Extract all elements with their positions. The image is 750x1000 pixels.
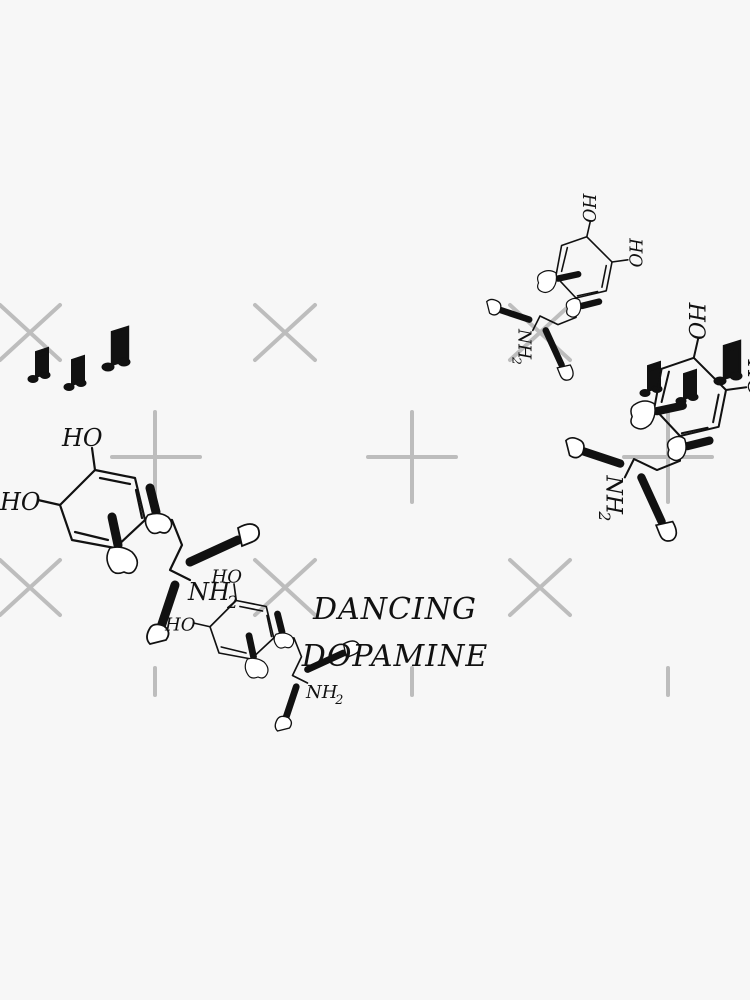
caption-line-1: DANCING (313, 592, 477, 627)
watermark-crosses (0, 303, 714, 697)
music-notes-icon (26, 325, 132, 392)
caption-line-2: DOPAMINE (301, 639, 489, 674)
music-notes-icon (638, 339, 744, 406)
dopamine-molecule-right-small (487, 193, 645, 381)
dopamine-molecule-right-large (566, 302, 750, 541)
